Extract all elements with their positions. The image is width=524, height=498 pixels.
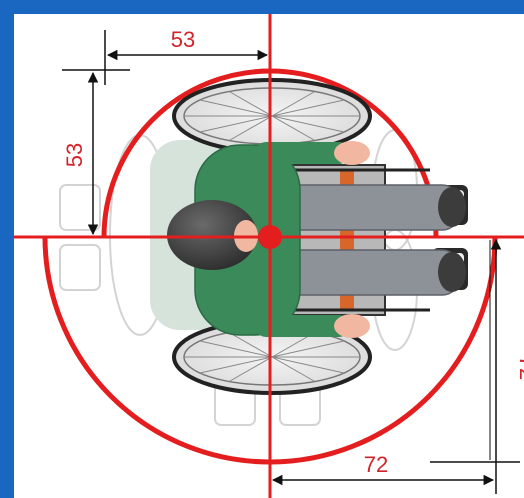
dimension-left-height: 53 — [62, 69, 130, 236]
pivot-point — [258, 225, 282, 249]
dimension-top-width: 53 — [104, 27, 269, 85]
dimension-left-height-label: 53 — [62, 143, 87, 167]
dimension-right-height-label: 72 — [515, 356, 524, 380]
dimension-bottom-width-label: 72 — [364, 452, 388, 477]
diagram-panel: 53 53 72 72 — [14, 14, 524, 498]
dimension-top-width-label: 53 — [171, 27, 195, 52]
wheel-top — [172, 78, 372, 154]
wheelchair-turning-diagram: 53 53 72 72 — [14, 14, 524, 498]
dimension-bottom-width: 72 — [271, 452, 520, 486]
legs — [274, 184, 466, 296]
dimension-right-height: 72 — [489, 238, 524, 494]
wheel-bottom — [172, 319, 372, 395]
